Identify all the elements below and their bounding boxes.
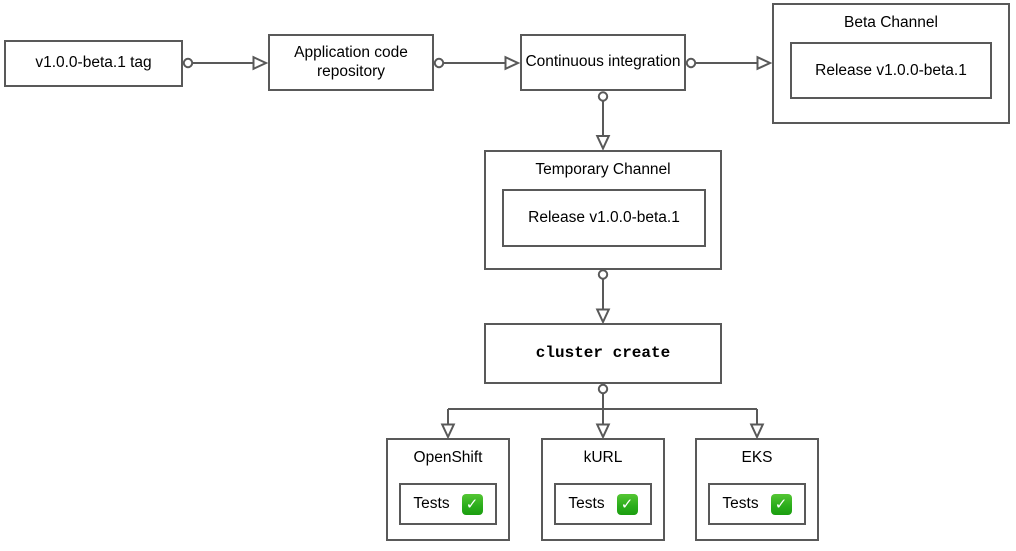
node-application-code-repository-label: Application code repository xyxy=(294,43,408,80)
kurl-title: kURL xyxy=(583,449,623,466)
connector-cluster-create-branch xyxy=(440,383,765,440)
cluster-create-label: cluster create xyxy=(535,343,671,362)
openshift-title: OpenShift xyxy=(413,449,483,466)
beta-channel-title: Beta Channel xyxy=(844,14,938,31)
arrowhead-icon xyxy=(252,55,269,71)
temporary-channel-title: Temporary Channel xyxy=(535,161,671,178)
beta-release-label: Release v1.0.0-beta.1 xyxy=(815,61,967,79)
arrowhead-icon xyxy=(595,423,611,440)
connector-tag-to-repo xyxy=(182,55,269,71)
node-application-code-repository: Application code repository xyxy=(268,34,434,91)
node-openshift: OpenShift Tests ✓ xyxy=(386,438,510,541)
connector-repo-to-ci xyxy=(433,55,521,71)
arrowhead-icon xyxy=(504,55,521,71)
check-mark-button-icon: ✓ xyxy=(616,493,638,515)
node-temporary-channel: Temporary Channel Release v1.0.0-beta.1 xyxy=(484,150,722,270)
node-version-tag: v1.0.0-beta.1 tag xyxy=(4,40,183,87)
node-continuous-integration-label: Continuous integration xyxy=(525,53,681,71)
connector-ci-to-beta-channel xyxy=(685,55,773,71)
node-cluster-create: cluster create xyxy=(484,323,722,384)
connector-temp-channel-to-cluster-create xyxy=(595,269,611,325)
node-beta-release: Release v1.0.0-beta.1 xyxy=(790,42,992,99)
node-continuous-integration: Continuous integration xyxy=(520,34,686,91)
node-eks: EKS Tests ✓ xyxy=(695,438,819,541)
openshift-tests-label: Tests xyxy=(413,495,450,512)
connector-ci-to-temp-channel xyxy=(595,91,611,151)
arrowhead-icon xyxy=(756,55,773,71)
node-kurl: kURL Tests ✓ xyxy=(541,438,665,541)
check-mark-button-icon: ✓ xyxy=(461,493,483,515)
eks-tests-label: Tests xyxy=(722,495,759,512)
eks-title: EKS xyxy=(741,449,773,466)
eks-tests-box: Tests ✓ xyxy=(708,483,806,525)
arrowhead-icon xyxy=(440,423,456,440)
node-version-tag-label: v1.0.0-beta.1 tag xyxy=(35,54,152,72)
arrowhead-icon xyxy=(595,135,611,151)
node-beta-channel: Beta Channel Release v1.0.0-beta.1 xyxy=(772,3,1010,124)
check-mark-button-icon: ✓ xyxy=(770,493,792,515)
arrowhead-icon xyxy=(749,423,765,440)
openshift-tests-box: Tests ✓ xyxy=(399,483,497,525)
kurl-tests-box: Tests ✓ xyxy=(554,483,652,525)
temporary-release-label: Release v1.0.0-beta.1 xyxy=(528,209,680,226)
arrowhead-icon xyxy=(595,308,611,325)
node-temporary-release: Release v1.0.0-beta.1 xyxy=(502,189,706,247)
kurl-tests-label: Tests xyxy=(568,495,605,512)
